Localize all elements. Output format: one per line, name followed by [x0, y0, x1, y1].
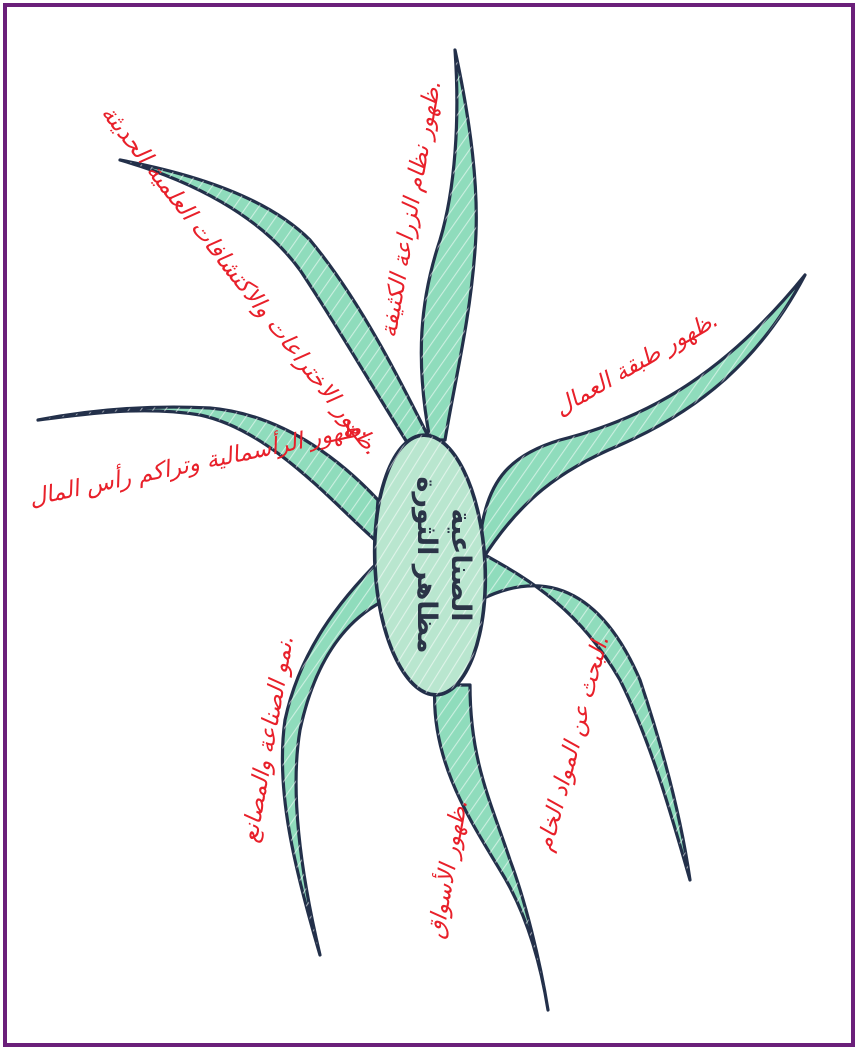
central-topic: مظاهر الثورة الصناعية [368, 432, 491, 697]
label-lower-right: البحث عن المواد الخام. [532, 632, 615, 854]
branch-lower-left [282, 560, 385, 955]
label-upper-right: ظهور طبقة العمال. [550, 307, 723, 422]
central-topic-line1: مظاهر الثورة [411, 477, 442, 654]
branch-upper-right [482, 275, 805, 560]
label-bottom: ظهور الأسواق. [421, 797, 473, 941]
central-topic-line2: الصناعية [445, 509, 476, 622]
